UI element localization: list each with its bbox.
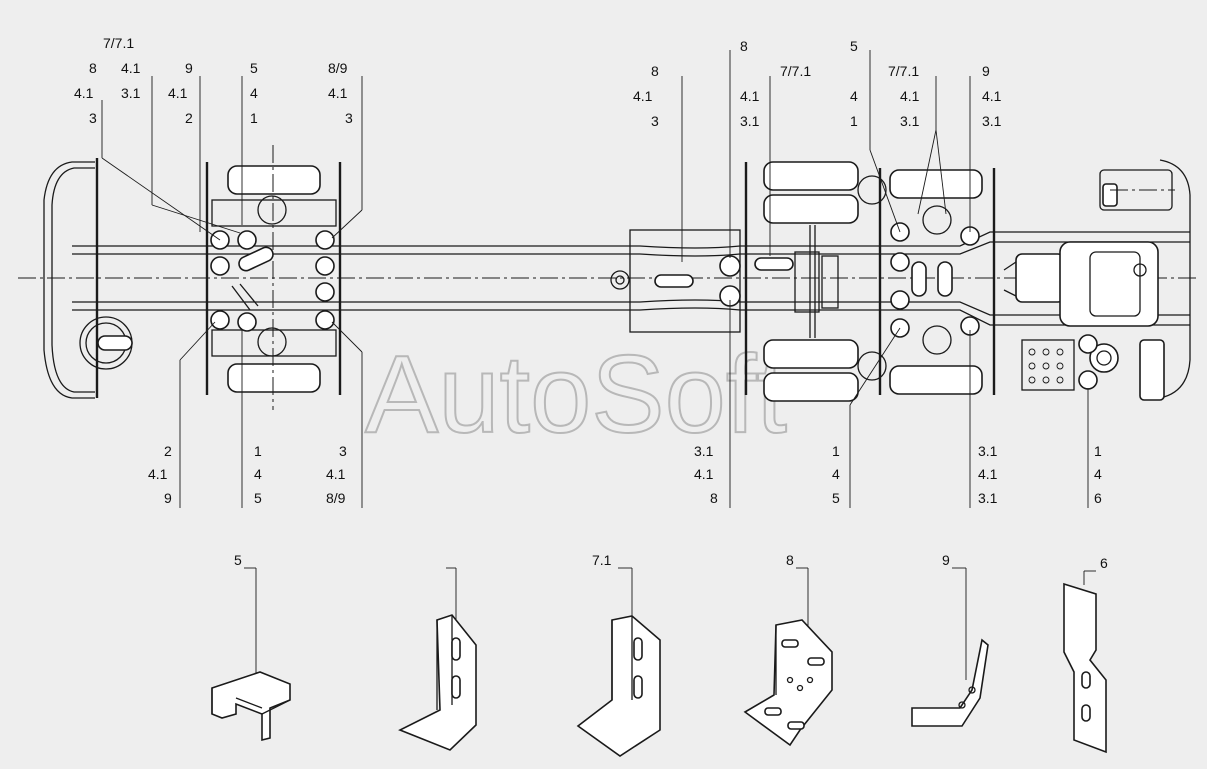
callout-label: 4.1 <box>978 466 998 482</box>
callouts-top: 7/7.1 8 4.1 4.1 3.1 3 9 4.1 2 5 4 1 8/9 … <box>74 35 1002 129</box>
part-label: 9 <box>942 552 950 568</box>
callout-label: 4.1 <box>168 85 188 101</box>
part-7-1-bracket: 7.1 <box>576 552 661 757</box>
spare-wheel <box>79 316 133 370</box>
part-8-plate: 8 <box>743 552 833 747</box>
callout-label: 4.1 <box>328 85 348 101</box>
callout-label: 3 <box>89 110 97 126</box>
callout-label: 7/7.1 <box>780 63 811 79</box>
front-axle <box>205 145 342 410</box>
callout-label: 3.1 <box>900 113 920 129</box>
part-5-clip: 5 <box>211 552 291 742</box>
callout-label: 4 <box>832 466 840 482</box>
callout-label: 5 <box>250 60 258 76</box>
callout-label: 3.1 <box>694 443 714 459</box>
callout-label: 3.1 <box>982 113 1002 129</box>
callout-label: 8 <box>740 38 748 54</box>
callout-label: 4.1 <box>74 85 94 101</box>
callout-label: 2 <box>185 110 193 126</box>
callout-label: 8 <box>89 60 97 76</box>
callout-label: 4.1 <box>121 60 141 76</box>
callout-label: 4.1 <box>694 466 714 482</box>
callout-label: 4.1 <box>326 466 346 482</box>
callout-label: 3 <box>651 113 659 129</box>
callout-label: 8/9 <box>326 490 346 506</box>
callout-label: 1 <box>1094 443 1102 459</box>
callout-label: 3.1 <box>978 490 998 506</box>
callout-label: 6 <box>1094 490 1102 506</box>
callout-label: 3 <box>339 443 347 459</box>
callout-label: 4.1 <box>900 88 920 104</box>
callout-label: 8 <box>710 490 718 506</box>
frame-middle-plates <box>610 162 839 395</box>
callout-label: 4.1 <box>633 88 653 104</box>
callout-label: 2 <box>164 443 172 459</box>
part-bracket-plain <box>398 567 477 751</box>
part-label: 8 <box>786 552 794 568</box>
callout-label: 3.1 <box>121 85 141 101</box>
callout-label: 4.1 <box>740 88 760 104</box>
front-bumper <box>43 161 95 399</box>
callout-label: 8/9 <box>328 60 348 76</box>
callout-label: 7/7.1 <box>103 35 134 51</box>
callout-label: 4 <box>1094 466 1102 482</box>
leader-lines <box>101 50 1089 508</box>
rear-end-assembly <box>1003 159 1191 401</box>
part-label: 6 <box>1100 555 1108 571</box>
callout-label: 4 <box>250 85 258 101</box>
callout-label: 3 <box>345 110 353 126</box>
callout-label: 9 <box>185 60 193 76</box>
part-label: 7.1 <box>592 552 612 568</box>
callout-label: 8 <box>651 63 659 79</box>
callout-label: 4 <box>254 466 262 482</box>
part-9-bracket: 9 <box>911 552 989 727</box>
callout-label: 1 <box>254 443 262 459</box>
callout-label: 7/7.1 <box>888 63 919 79</box>
callout-label: 4.1 <box>148 466 168 482</box>
watermark: AutoSoft <box>365 333 787 456</box>
callout-label: 5 <box>850 38 858 54</box>
frame-rails <box>72 231 1190 326</box>
part-6-plate: 6 <box>1063 555 1108 754</box>
callout-label: 4.1 <box>982 88 1002 104</box>
callout-label: 9 <box>164 490 172 506</box>
callout-label: 4 <box>850 88 858 104</box>
callout-label: 3.1 <box>978 443 998 459</box>
part-label: 5 <box>234 552 242 568</box>
callout-label: 3.1 <box>740 113 760 129</box>
callout-label: 9 <box>982 63 990 79</box>
rear-axle <box>763 161 996 402</box>
callout-label: 5 <box>254 490 262 506</box>
callout-label: 1 <box>832 443 840 459</box>
callout-label: 1 <box>250 110 258 126</box>
callout-label: 1 <box>850 113 858 129</box>
callouts-bottom: 2 4.1 9 1 4 5 3 4.1 8/9 3.1 4.1 8 1 4 5 … <box>148 443 1102 506</box>
callout-label: 5 <box>832 490 840 506</box>
front-bracket-holes <box>210 230 335 332</box>
